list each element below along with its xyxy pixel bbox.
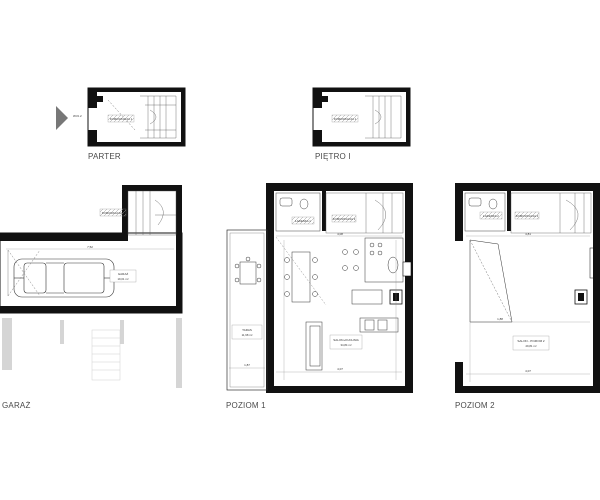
room-area-p2-living: 29,81 m² [525, 344, 536, 348]
room-label-p1-bath: ŁAZIENKA 1 [295, 219, 311, 223]
floor-label-pietro: PIĘTRO I [315, 152, 351, 161]
room-label-p2-bath: ŁAZIENKA 2 [483, 214, 499, 218]
room-label-garaz-stair: KOMUNIKACJA 2 [102, 211, 125, 215]
floor-label-garaz: GARAŻ [2, 401, 31, 410]
dim-garaz-width: 7,52 [87, 245, 93, 249]
garaz-plan: KOMUNIKACJA 2 7,52 GARAŻ 19,01 m² [0, 185, 183, 388]
entrance-arrow-icon [56, 106, 68, 130]
dim-p2-bottom: 4,07 [525, 369, 531, 373]
room-label-p2-corridor: KOMUNIKACJA 4 [516, 214, 539, 218]
poziom2-plan: ŁAZIENKA 2 KOMUNIKACJA 4 1,88 SALON - PO… [455, 183, 600, 393]
floor-label-parter: PARTER [88, 152, 121, 161]
dining-table-icon [284, 249, 359, 303]
terrace-table-icon [234, 256, 262, 285]
dim-p1-terrace: 1,87 [244, 363, 250, 367]
dim-p2-top: 4,81 [525, 232, 531, 236]
room-label-pietro-stair: KOMUNIKACJA 1 [334, 117, 357, 121]
room-label-p1-corridor: KOMUNIKACJA 3 [333, 217, 356, 221]
pietro-plan: KOMUNIKACJA 1 [312, 87, 411, 147]
dim-p1-bottom: 4,07 [337, 367, 343, 371]
room-area-p1-living: 34,84 m² [340, 343, 351, 347]
room-label-p1-living: SALON+KUCHNIA [333, 338, 358, 342]
floor-label-poziom1: POZIOM 1 [226, 401, 266, 410]
room-label-parter-stair: KOMUNIKACJA 1 [110, 117, 133, 121]
room-area-garaz: 19,01 m² [117, 277, 128, 281]
room-label-p2-living: SALON - POZIOM 2 [517, 339, 545, 343]
room-label-garaz: GARAŻ [118, 271, 129, 276]
entrance-label: W.Kl.2 [73, 114, 82, 118]
room-area-p1-terrace: 11,98 m² [242, 333, 253, 337]
poziom1-plan: TARAS 11,98 m² 1,87 ŁAZIENKA 1 KOMUNIKAC [226, 183, 413, 393]
dim-p1-top: 4,08 [337, 232, 343, 236]
kitchen-counter-icon [351, 237, 404, 305]
dim-p2-mid: 1,88 [497, 317, 503, 321]
sofa-icon [305, 317, 399, 371]
floor-label-poziom2: POZIOM 2 [455, 401, 495, 410]
parter-plan: KOMUNIKACJA 1 W.Kl.2 [56, 87, 186, 147]
room-label-p1-terrace: TARAS [242, 328, 252, 332]
car-icon [13, 258, 115, 298]
